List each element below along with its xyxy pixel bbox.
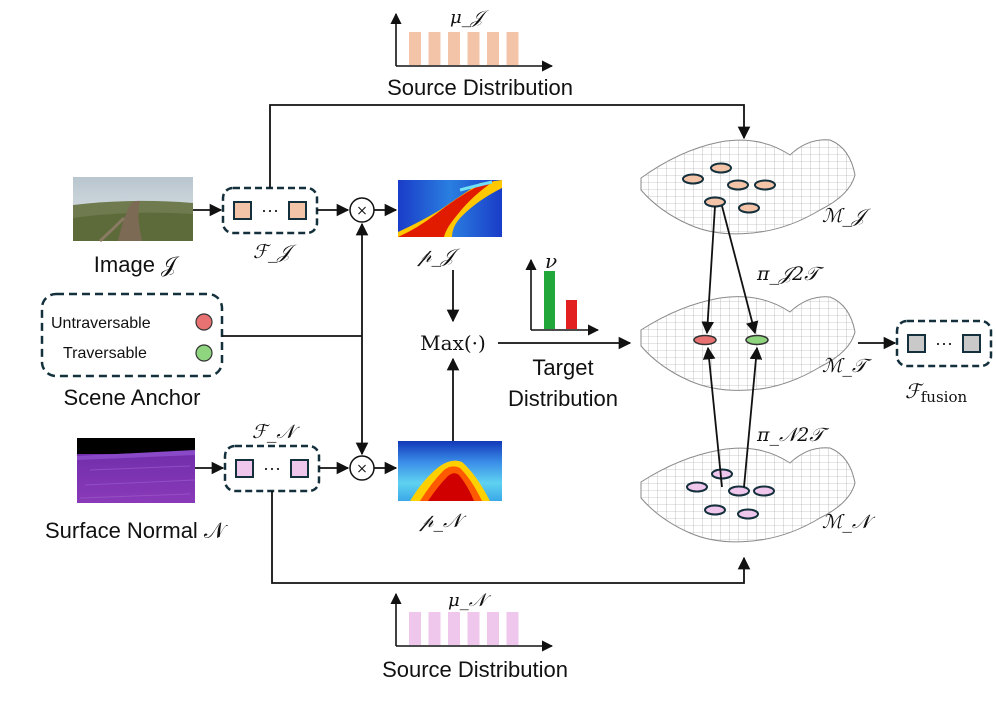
- source-bottom-bar: [448, 612, 460, 645]
- normal-feature-token-first: [235, 459, 254, 478]
- manifold-normal-point: [737, 508, 759, 520]
- normal-feature-box: ··· ℱ_𝒩: [223, 421, 321, 493]
- multiply-node-bottom: ×: [349, 455, 375, 481]
- manifold-image-point: [754, 179, 776, 191]
- image-input-label: Image 𝒥: [94, 252, 180, 277]
- source-top-bar: [487, 32, 499, 65]
- multiply-top-symbol: ×: [356, 203, 368, 219]
- target-distribution: ν Target Distribution: [508, 249, 618, 411]
- manifold-image-point: [727, 179, 749, 191]
- source-bottom-bar: [487, 612, 499, 645]
- source-distribution-top: μ_𝒥 Source Distribution: [387, 7, 573, 100]
- normal-feature-token-last: [290, 459, 309, 478]
- manifold-normal-point: [711, 468, 733, 480]
- untraversable-label: Untraversable: [51, 315, 151, 332]
- source-distribution-bottom: μ_𝒩 Source Distribution: [382, 590, 568, 682]
- transport-arrow-normal-untraversable: [702, 346, 723, 488]
- manifold-image-symbol: ℳ_𝒥: [822, 205, 872, 227]
- source-bottom-bar: [506, 612, 519, 645]
- image-probability-symbol: 𝓅_𝒥: [416, 245, 461, 267]
- traversable-dot: [195, 344, 213, 362]
- source-bottom-bars: [409, 612, 519, 645]
- source-top-bar: [448, 32, 460, 65]
- fusion-feature-box: ··· ℱfusion: [895, 319, 993, 406]
- scene-anchor-caption: Scene Anchor: [64, 385, 201, 410]
- target-caption-line2: Distribution: [508, 386, 618, 411]
- arrow-normal-feature-to-manifold: [271, 491, 751, 584]
- source-top-caption: Source Distribution: [387, 75, 573, 100]
- transport-normal-to-target: π_𝒩2𝒯: [756, 424, 829, 446]
- source-top-bar: [467, 32, 480, 65]
- source-top-bar: [428, 32, 441, 65]
- manifold-target-traversable: [745, 334, 769, 346]
- normal-input: Surface Normal 𝒩: [45, 438, 228, 543]
- normal-feature-ellipsis: ···: [263, 458, 281, 478]
- manifold-normal-surface: [640, 447, 856, 543]
- manifold-target-symbol: ℳ_𝒯: [822, 355, 872, 377]
- source-bottom-bar: [409, 612, 421, 645]
- fusion-feature-token-first: [907, 334, 926, 353]
- normal-feature-symbol: ℱ_𝒩: [252, 421, 300, 443]
- manifold-image-point: [704, 196, 726, 208]
- image-feature-token-last: [288, 201, 307, 220]
- transport-arrow-normal-traversable: [743, 346, 763, 488]
- manifold-target-surface: [640, 296, 856, 391]
- image-input: Image 𝒥: [73, 177, 193, 277]
- multiply-node-top: ×: [349, 197, 375, 223]
- image-feature-symbol: ℱ_𝒥: [253, 241, 297, 263]
- normal-probability-map: 𝓅_𝒩: [398, 441, 502, 532]
- manifold-normal-symbol: ℳ_𝒩: [822, 511, 876, 533]
- normal-probability-symbol: 𝓅_𝒩: [418, 510, 467, 532]
- transport-image-to-target: π_𝒥2𝒯: [756, 263, 824, 285]
- source-top-bar: [506, 32, 519, 65]
- manifold-image-point: [710, 162, 732, 174]
- image-probability-map: 𝓅_𝒥: [398, 180, 502, 267]
- source-bottom-symbol: μ_𝒩: [448, 590, 492, 611]
- target-caption-line1: Target: [532, 355, 593, 380]
- fusion-feature-token-last: [962, 334, 981, 353]
- arrow-image-feature-to-manifold: [269, 104, 751, 188]
- target-symbol: ν: [545, 249, 557, 273]
- fusion-feature-ellipsis: ···: [935, 333, 953, 353]
- manifold-normal-point: [728, 485, 750, 497]
- manifold-target: ℳ_𝒯: [640, 296, 872, 391]
- normal-thumbnail: [77, 438, 196, 503]
- image-thumbnail: [73, 177, 193, 243]
- target-bars: [544, 271, 577, 329]
- transport-arrow-image-untraversable: [701, 205, 716, 335]
- max-operator: Max(·): [420, 331, 486, 355]
- manifold-normal-point: [686, 481, 708, 493]
- source-top-bars: [409, 32, 519, 65]
- image-feature-token-first: [233, 201, 252, 220]
- transport-arrow-image-traversable: [721, 205, 759, 335]
- traversable-label: Traversable: [63, 345, 147, 362]
- manifold-image-point: [738, 202, 760, 214]
- untraversable-dot: [195, 313, 213, 331]
- manifold-normal-point: [753, 485, 775, 497]
- scene-anchor-box: [40, 292, 224, 378]
- source-bottom-bar: [467, 612, 480, 645]
- connectors: [193, 104, 897, 584]
- source-bottom-bar: [428, 612, 441, 645]
- manifold-image-point: [682, 173, 704, 185]
- normal-input-label: Surface Normal 𝒩: [45, 518, 228, 543]
- source-top-bar: [409, 32, 421, 65]
- image-feature-box: ··· ℱ_𝒥: [221, 186, 319, 263]
- manifold-normal: ℳ_𝒩: [640, 447, 876, 543]
- fusion-feature-border: [895, 319, 993, 368]
- fusion-feature-symbol: ℱfusion: [905, 379, 967, 406]
- manifold-image: ℳ_𝒥: [640, 139, 872, 235]
- target-bar: [544, 271, 555, 329]
- manifold-normal-point: [704, 504, 726, 516]
- image-feature-ellipsis: ···: [261, 200, 279, 220]
- multiply-bottom-symbol: ×: [356, 461, 368, 477]
- source-top-symbol: μ_𝒥: [450, 7, 490, 28]
- manifold-target-untraversable: [693, 334, 717, 346]
- scene-anchor: Untraversable Traversable Scene Anchor: [40, 292, 224, 410]
- target-bar: [566, 300, 577, 329]
- source-bottom-caption: Source Distribution: [382, 657, 568, 682]
